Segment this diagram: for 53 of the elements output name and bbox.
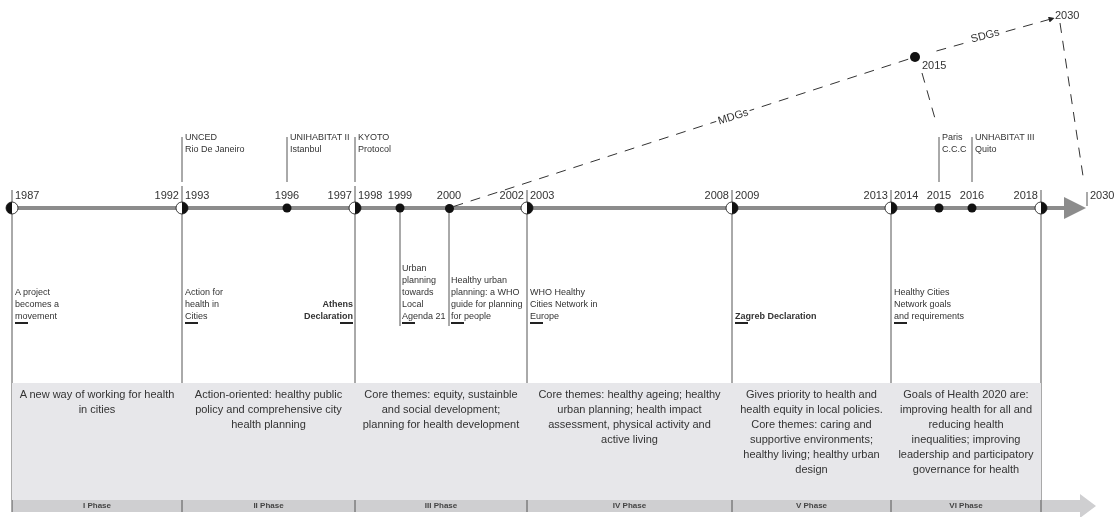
year-label: 1997	[327, 189, 352, 201]
event-description: Healthy urban planning: a WHO guide for planning for people	[451, 274, 524, 322]
year-label: 1998	[358, 189, 383, 201]
year-label: 2000	[436, 189, 462, 201]
event-label: UNCED	[185, 131, 217, 143]
event-label: Istanbul	[290, 143, 322, 155]
phase-description: Action-oriented: healthy public policy and comprehensive city health planning	[193, 387, 344, 432]
phase-label: VI Phase	[948, 500, 984, 512]
dashed-line	[453, 58, 910, 208]
year-label: 2014	[894, 189, 919, 201]
year-label: 2008	[704, 189, 729, 201]
event-description: A project becomes a movement	[15, 286, 61, 322]
event-label: Rio De Janeiro	[185, 143, 245, 155]
event-label: Protocol	[358, 143, 392, 155]
event-label: Paris	[942, 131, 963, 143]
year-label: 2002	[499, 189, 524, 201]
year-label: 2015	[926, 189, 952, 201]
phase-label: IV Phase	[611, 500, 648, 512]
year-label: 2009	[735, 189, 760, 201]
event-label: KYOTO	[358, 131, 390, 143]
year-label: 1992	[154, 189, 179, 201]
phase-label: V Phase	[794, 500, 829, 512]
phase-description: A new way of working for health in cities	[18, 387, 176, 417]
year-label: 2030	[1090, 189, 1115, 201]
event-description: WHO Healthy Cities Network in Europe	[530, 286, 599, 322]
event-label: UNHABITAT III	[975, 131, 1035, 143]
phase-description: Gives priority to health and health equity in local policies. Core themes: caring and supportive environments; healthy living; healthy urban design	[739, 387, 884, 477]
phase-description: Core themes: equity, sustainble and social development; planning for health development	[361, 387, 521, 432]
phase-label: I Phase	[82, 500, 112, 512]
dashed-line	[1059, 22, 1084, 177]
event-label: Quito	[975, 143, 997, 155]
phase-description: Goals of Health 2020 are: improving health for all and reducing health inequalities; improving leadership and participatory governance for health	[897, 387, 1035, 477]
event-description: Healthy Cities Network goals and requirements	[894, 286, 966, 322]
year-label: 2016	[959, 189, 985, 201]
phase-label: II Phase	[252, 500, 285, 512]
milestone-dot	[444, 203, 454, 213]
year-label: 2030	[1055, 9, 1080, 22]
year-label: 2015	[922, 59, 947, 72]
year-label: 1999	[387, 189, 413, 201]
year-label: 1993	[185, 189, 210, 201]
phase-label: III Phase	[423, 500, 459, 512]
year-label: 2003	[530, 189, 555, 201]
event-description: Zagreb Declaration	[735, 310, 818, 322]
year-label: 1987	[15, 189, 40, 201]
event-label: UNIHABITAT II	[290, 131, 350, 143]
year-label: 1996	[274, 189, 300, 201]
event-description: Urban planning towards Local Agenda 21	[402, 262, 447, 322]
event-description: Action for health in Cities	[185, 286, 225, 322]
phase-description: Core themes: healthy ageing; healthy urban planning; health impact assessment, physical activity and active living	[537, 387, 722, 447]
year-label: 2018	[1013, 189, 1038, 201]
event-label: C.C.C	[942, 143, 967, 155]
event-description: Athens Declaration	[302, 298, 353, 322]
year-label: 2013	[863, 189, 888, 201]
